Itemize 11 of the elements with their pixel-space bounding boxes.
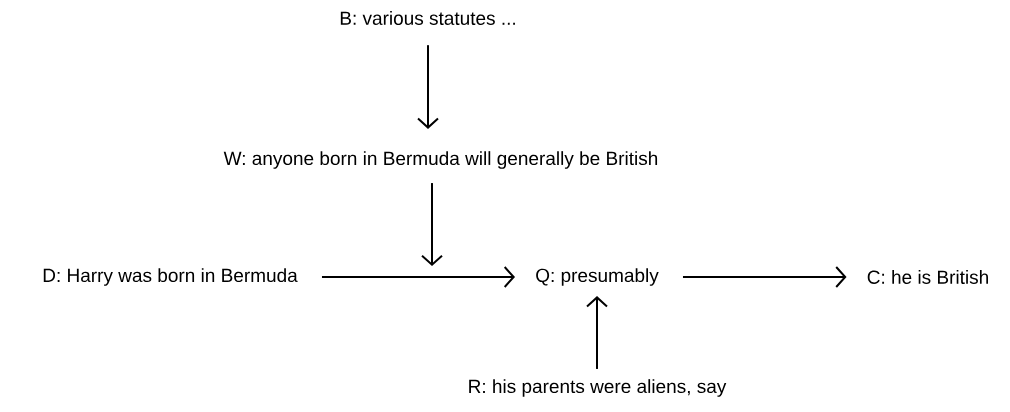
rebuttal-text: R: his parents were aliens, say xyxy=(469,379,727,397)
claim-text: C: he is British xyxy=(867,270,988,284)
arrow xyxy=(586,296,608,370)
backing-text: B: various statutes ... xyxy=(340,11,515,25)
data-text: D: Harry was born in Bermuda xyxy=(43,268,298,286)
warrant-text: W: anyone born in Bermuda will generally be British xyxy=(223,151,658,169)
arrow xyxy=(682,266,847,288)
arrow xyxy=(421,182,443,266)
qualifier-text: Q: presumably xyxy=(536,268,659,286)
arrow xyxy=(417,44,439,129)
arrow xyxy=(320,266,516,288)
